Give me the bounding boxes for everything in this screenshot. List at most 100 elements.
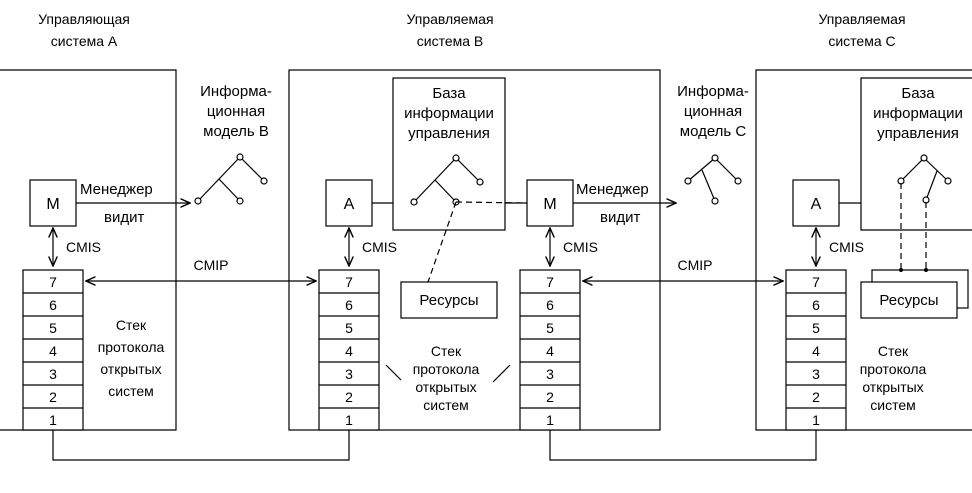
stack-b1-layer-6: 6 <box>345 297 353 313</box>
info-model-b-line1: Информа- <box>200 83 272 100</box>
resources-c-joint-2 <box>924 268 928 272</box>
stack-b-caption-pointer-right <box>492 364 511 383</box>
stack-b1-layer-1: 1 <box>345 412 353 428</box>
stack-a-caption-line3: открытых <box>100 361 161 377</box>
stack-a-layer-6: 6 <box>49 297 57 313</box>
stack-b-caption-line2: протокола <box>413 361 480 377</box>
stack-b2-layer-7: 7 <box>546 274 554 290</box>
stack-a-caption-line2: протокола <box>98 339 165 355</box>
info-model-b-line2: ционная <box>207 103 265 120</box>
stack-b1-layer-4: 4 <box>345 343 353 359</box>
stack-a-layer-2: 2 <box>49 389 57 405</box>
resources-box-c <box>860 281 958 319</box>
system-b-frame <box>288 69 661 431</box>
mib-box-c <box>860 77 972 231</box>
resources-box-b <box>400 281 498 319</box>
stack-b-caption-pointer-left <box>385 364 402 381</box>
stack-c-layer-2: 2 <box>812 389 820 405</box>
resources-c-joint-1 <box>899 268 903 272</box>
agent-label-c: А <box>811 196 822 213</box>
stack-b-caption-line3: открытых <box>415 379 476 395</box>
system-a-title-line1: Управляющая <box>38 11 130 27</box>
cmip-label-bg-a-b <box>180 250 240 274</box>
stack-b-caption-line4: систем <box>423 397 469 413</box>
stack-b2-layer-4: 4 <box>546 343 554 359</box>
manager-box-b <box>526 179 574 227</box>
mib-b-line2: информации <box>404 105 494 122</box>
protocol-stack-b-agent: 7 6 5 4 3 2 1 <box>318 269 380 431</box>
system-b-title-line1: Управляемая <box>406 11 493 27</box>
stack-a-layer-5: 5 <box>49 320 57 336</box>
stack-b1-layer-3: 3 <box>345 366 353 382</box>
agent-label-b: А <box>344 196 355 213</box>
manager-label-b: М <box>543 196 556 213</box>
mib-c-line2: информации <box>873 105 963 122</box>
manager-label-a: М <box>46 196 59 213</box>
sees-text-b: видит <box>600 209 640 226</box>
stack-c-caption-line3: открытых <box>862 379 923 395</box>
mib-c-line3: управления <box>877 125 959 142</box>
stack-b2-layer-1: 1 <box>546 412 554 428</box>
stack-b2-layer-3: 3 <box>546 366 554 382</box>
system-b-title-line2: система В <box>417 33 484 49</box>
system-c-title-line1: Управляемая <box>818 11 905 27</box>
cmis-label-c: CMIS <box>829 239 864 255</box>
stack-c-layer-3: 3 <box>812 366 820 382</box>
sees-text-a: видит <box>104 209 144 226</box>
mib-b-tree-icon <box>410 154 484 206</box>
info-model-c-tree-icon <box>684 154 742 205</box>
system-b: Управляемая система В База информации уп… <box>288 11 676 431</box>
stack-frame-a <box>22 269 84 431</box>
cmis-label-a: CMIS <box>66 239 101 255</box>
stack-c-layer-5: 5 <box>812 320 820 336</box>
stack-b1-layer-2: 2 <box>345 389 353 405</box>
info-model-c-line3: модель С <box>680 123 747 140</box>
stack-a-layer-3: 3 <box>49 366 57 382</box>
agent-box-c <box>792 179 840 227</box>
mib-b-line1: База <box>432 85 466 102</box>
mib-b-line3: управления <box>408 125 490 142</box>
stack-c-layer-1: 1 <box>812 412 820 428</box>
stack-b2-layer-2: 2 <box>546 389 554 405</box>
system-c-frame <box>755 69 972 431</box>
cmis-label-b-manager: CMIS <box>563 239 598 255</box>
stack-c-caption-line4: систем <box>870 397 916 413</box>
physical-link-a-b <box>52 430 350 461</box>
mib-b-resource-link <box>427 201 457 283</box>
info-model-c-line1: Информа- <box>677 83 749 100</box>
protocol-stack-c: 7 6 5 4 3 2 1 <box>785 269 847 431</box>
stack-a-layer-4: 4 <box>49 343 57 359</box>
mib-b-manager-link <box>455 201 528 204</box>
manager-text-a: Менеджер <box>80 181 153 198</box>
cmip-label-b-c: CMIP <box>678 257 713 273</box>
info-model-b-line3: модель В <box>203 123 269 140</box>
agent-box-b <box>325 179 373 227</box>
stack-a-layer-1: 1 <box>49 412 57 428</box>
stack-c-caption-line2: протокола <box>860 361 927 377</box>
stack-c-layer-7: 7 <box>812 274 820 290</box>
info-model-c: Информа- ционная модель С <box>677 83 749 205</box>
resources-label-b: Ресурсы <box>419 292 478 309</box>
stack-b1-layer-5: 5 <box>345 320 353 336</box>
system-a: Управляющая система А М Менеджер видит C… <box>0 11 190 431</box>
stack-c-layer-4: 4 <box>812 343 820 359</box>
system-a-title-line2: система А <box>51 33 118 49</box>
system-c-title-line2: система С <box>828 33 895 49</box>
protocol-stack-a: 7 6 5 4 3 2 1 <box>22 269 84 431</box>
protocol-stack-b-manager: 7 6 5 4 3 2 1 <box>519 269 581 431</box>
cmip-label-bg-b-c <box>664 250 724 274</box>
info-model-b-tree-icon <box>194 153 268 205</box>
mib-c-line1: База <box>901 85 935 102</box>
stack-c-caption-line1: Стек <box>878 343 909 359</box>
physical-link-b-c <box>549 430 817 461</box>
system-a-frame <box>0 69 177 431</box>
stack-a-caption-line1: Стек <box>116 317 147 333</box>
cmis-label-b: CMIS <box>362 239 397 255</box>
mib-c-tree-icon <box>897 154 952 204</box>
stack-b2-layer-5: 5 <box>546 320 554 336</box>
info-model-b: Информа- ционная модель В <box>194 83 272 205</box>
stack-c-layer-6: 6 <box>812 297 820 313</box>
system-c: Управляемая система С База информации уп… <box>755 11 972 431</box>
stack-b2-layer-6: 6 <box>546 297 554 313</box>
